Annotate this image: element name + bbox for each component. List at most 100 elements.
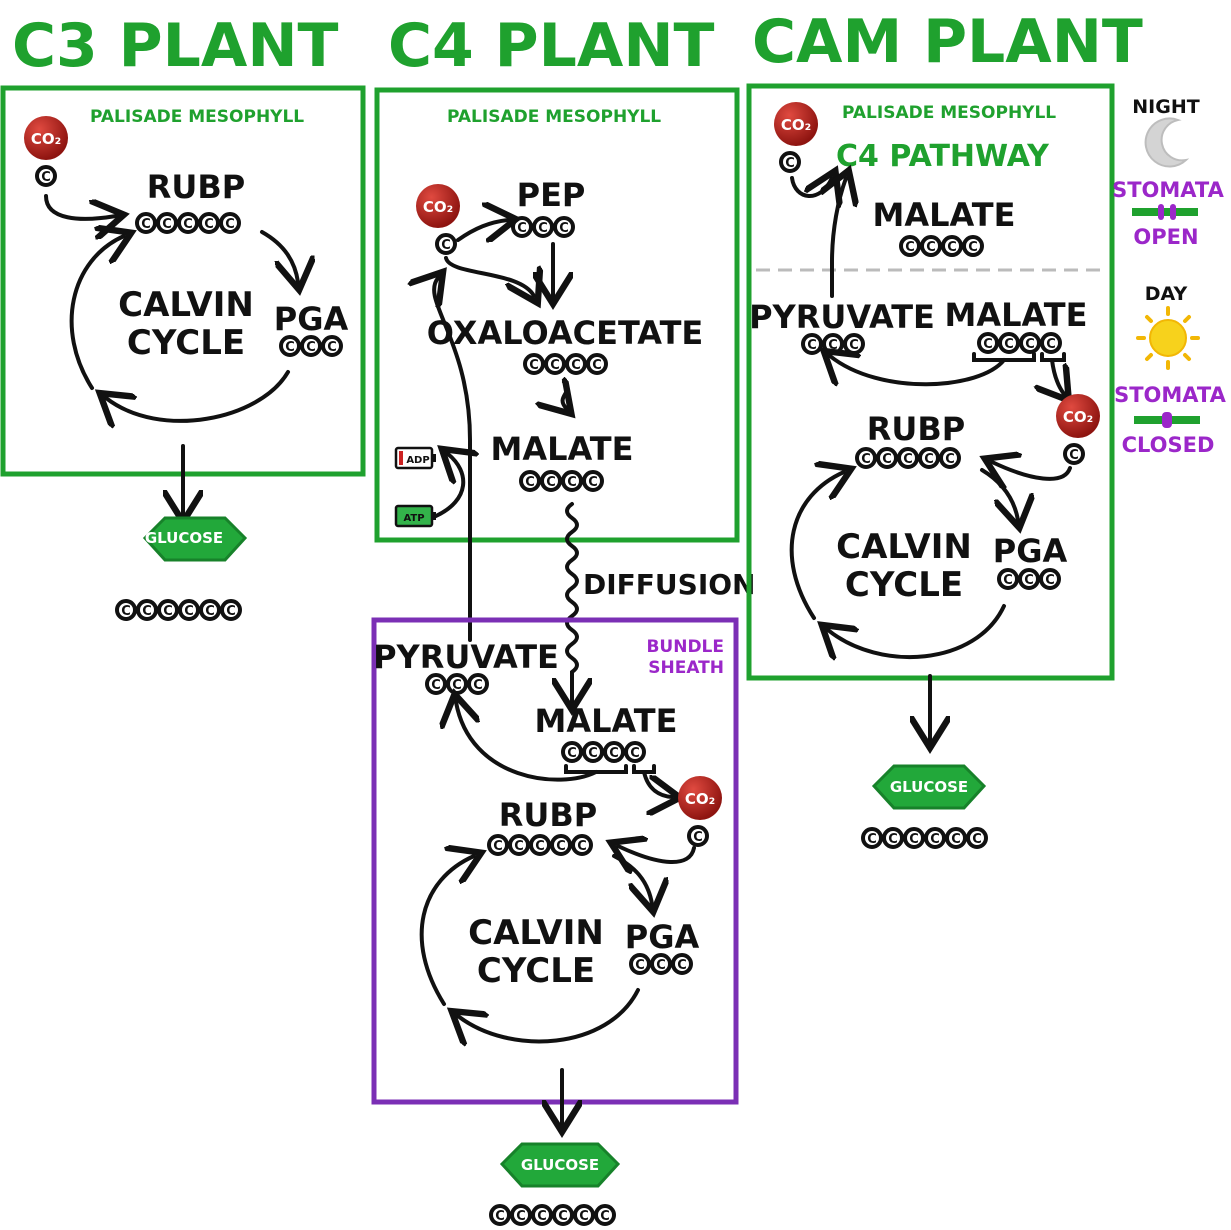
carbon-atom bbox=[550, 834, 572, 856]
c4-bundle-label-2: SHEATH bbox=[648, 658, 724, 678]
cam-glucose-label: GLUCOSE bbox=[890, 778, 968, 796]
adp-label: ADP bbox=[406, 455, 429, 466]
carbon-atom-letter: C bbox=[882, 452, 892, 467]
carbon-atom bbox=[586, 353, 608, 375]
carbon-atom bbox=[321, 335, 343, 357]
c4-pyruvate-return-arrow bbox=[434, 278, 472, 642]
carbon-atom bbox=[1040, 332, 1062, 354]
carbon-atom bbox=[279, 335, 301, 357]
c4-calvin-label: CALVIN bbox=[468, 913, 604, 953]
carbon-atom-letter: C bbox=[909, 832, 919, 847]
carbon-atom bbox=[487, 834, 509, 856]
c4-malate-to-pyruvate-arrow bbox=[456, 702, 598, 782]
carbon-atom bbox=[199, 599, 221, 621]
carbon-atom bbox=[540, 470, 562, 492]
carbon-atom-letter: C bbox=[559, 221, 569, 236]
legend-day-label: DAY bbox=[1145, 283, 1188, 305]
c3-title: C3 PLANT bbox=[12, 11, 339, 81]
carbon-atom-letter: C bbox=[926, 240, 936, 255]
carbon-atom-letter: C bbox=[592, 358, 602, 373]
carbon-atom-letter: C bbox=[493, 839, 503, 854]
cam-co2-label: CO₂ bbox=[781, 116, 811, 134]
cam-co2-to-rubp-arrow bbox=[992, 462, 1072, 479]
carbon-atom-letter: C bbox=[306, 340, 316, 355]
carbon-atom-letter: C bbox=[327, 340, 337, 355]
carbon-atom-letter: C bbox=[516, 1209, 526, 1224]
carbon-atom-letter: C bbox=[546, 475, 556, 490]
carbon-atom bbox=[177, 212, 199, 234]
cam-box-label: PALISADE MESOPHYLL bbox=[842, 103, 1056, 123]
carbon-atom-letter: C bbox=[947, 240, 957, 255]
carbon-atom bbox=[962, 235, 984, 257]
c4-oaa-label: OXALOACETATE bbox=[427, 314, 704, 352]
carbon-atom-letter: C bbox=[903, 452, 913, 467]
carbon-atom bbox=[918, 447, 940, 469]
carbon-atom bbox=[624, 741, 646, 763]
stomata-open-icon bbox=[1132, 204, 1198, 220]
carbon-atom bbox=[920, 235, 942, 257]
carbon-atom-letter: C bbox=[1024, 573, 1034, 588]
carbon-atom-letter: C bbox=[888, 832, 898, 847]
carbon-atom-letter: C bbox=[579, 1209, 589, 1224]
c4-cycle-label: CYCLE bbox=[477, 951, 595, 991]
c4-mesophyll-box bbox=[374, 87, 740, 543]
carbon-atom bbox=[1039, 568, 1061, 590]
carbon-atom bbox=[997, 568, 1019, 590]
c4-malate-label: MALATE bbox=[491, 430, 634, 468]
carbon-atom: C bbox=[41, 170, 51, 185]
carbon-atom-letter: C bbox=[121, 604, 131, 619]
c3-co2-label: CO₂ bbox=[31, 130, 61, 148]
carbon-atom-letter: C bbox=[571, 358, 581, 373]
carbon-atom-letter: C bbox=[567, 746, 577, 761]
carbon-atom bbox=[1018, 568, 1040, 590]
carbon-atom-letter: C bbox=[951, 832, 961, 847]
carbon-atom-letter: C bbox=[807, 338, 817, 353]
carbon-atom-letter: C bbox=[1004, 337, 1014, 352]
carbon-atom-letter: C bbox=[828, 338, 838, 353]
cam-bs-co2-molecule: CO₂ C bbox=[1056, 394, 1100, 465]
c4-box-label: PALISADE MESOPHYLL bbox=[447, 107, 661, 127]
carbon-atom bbox=[571, 834, 593, 856]
carbon-atom-letter: C bbox=[600, 1209, 610, 1224]
carbon-atom bbox=[671, 953, 693, 975]
cam-cycle-label: CYCLE bbox=[845, 565, 963, 605]
cam-pyruvate-return-arrow bbox=[832, 178, 846, 298]
carbon-atom bbox=[966, 827, 988, 849]
cam-malate-to-co2-arrow bbox=[1052, 358, 1064, 394]
cam-rubp-label: RUBP bbox=[867, 410, 965, 448]
carbon-atom bbox=[198, 212, 220, 234]
c4-co2-to-rubp-arrow bbox=[618, 846, 696, 862]
carbon-atom-letter: C bbox=[142, 604, 152, 619]
carbon-atom-letter: C bbox=[538, 221, 548, 236]
cam-co2-molecule: CO₂ C bbox=[774, 102, 818, 173]
carbon-atom bbox=[897, 447, 919, 469]
legend-closed-label: CLOSED bbox=[1122, 433, 1215, 457]
carbon-atom-letter: C bbox=[867, 832, 877, 847]
adp-battery: ADP bbox=[394, 446, 436, 470]
carbon-atom bbox=[939, 447, 961, 469]
stomata-closed-icon bbox=[1134, 412, 1200, 428]
carbon-atom-letter: C bbox=[905, 240, 915, 255]
carbon-atom-letter: C bbox=[204, 217, 214, 232]
c4-oaa-to-malate-arrow bbox=[563, 382, 568, 408]
carbon-atom-letter: C bbox=[930, 832, 940, 847]
carbon-atom bbox=[523, 353, 545, 375]
carbon-atom bbox=[220, 599, 242, 621]
c4-arrow-pga-bottom bbox=[458, 988, 640, 1041]
carbon-atom bbox=[861, 827, 883, 849]
c3-box-label: PALISADE MESOPHYLL bbox=[90, 107, 304, 127]
carbon-atom bbox=[582, 741, 604, 763]
